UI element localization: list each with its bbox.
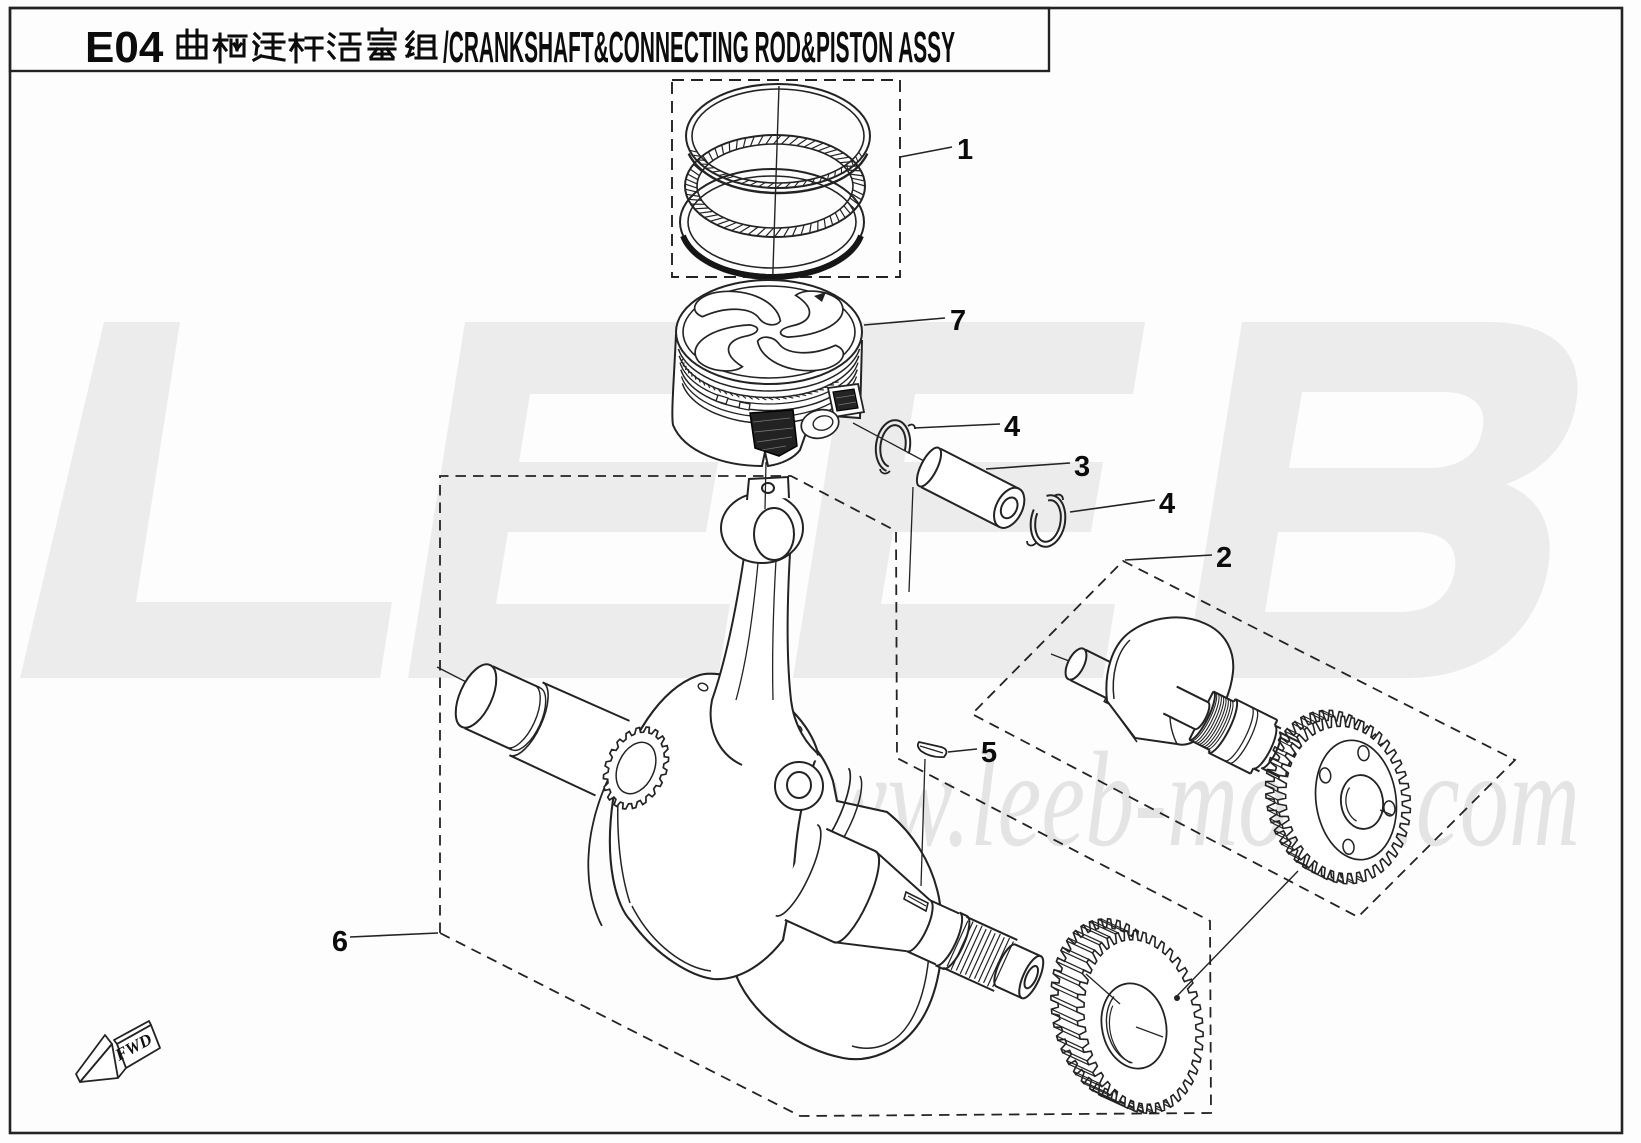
svg-text:4: 4 (1159, 488, 1175, 520)
svg-text:2: 2 (1216, 542, 1232, 574)
svg-text:E04: E04 (85, 23, 164, 72)
svg-text:4: 4 (1004, 411, 1020, 443)
svg-text:3: 3 (1074, 451, 1090, 483)
svg-text:6: 6 (332, 926, 348, 958)
svg-text:7: 7 (950, 305, 966, 337)
svg-text:5: 5 (981, 737, 997, 769)
svg-text:1: 1 (957, 134, 973, 166)
svg-text:/CRANKSHAFT&CONNECTING ROD&PIS: /CRANKSHAFT&CONNECTING ROD&PISTON ASSY (443, 23, 955, 72)
